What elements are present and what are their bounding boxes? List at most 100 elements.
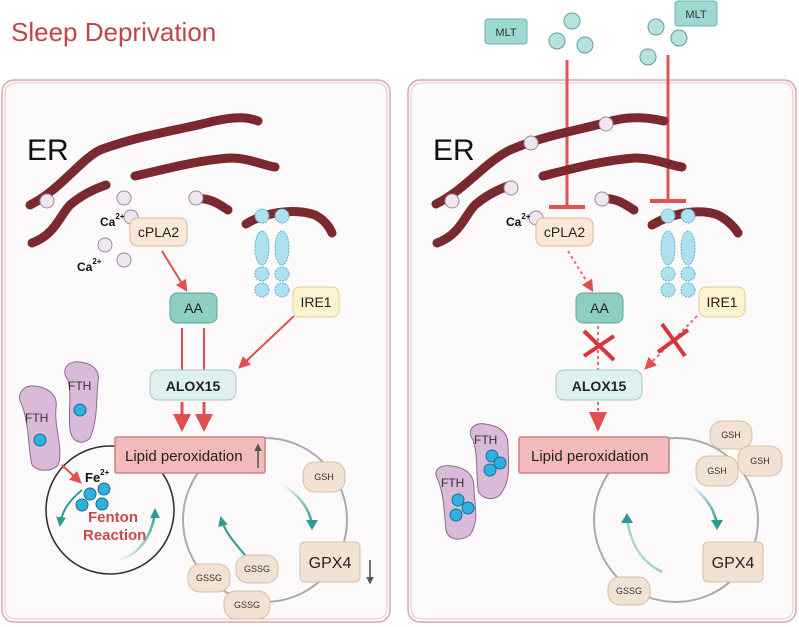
gsh-label-2: GSH <box>750 456 770 466</box>
alox15-box <box>555 369 643 401</box>
block-cross-icon <box>656 322 690 358</box>
gssg-box <box>607 576 651 606</box>
ire1-receptor-icon <box>660 208 696 298</box>
gssg-label: GSSG <box>616 586 642 596</box>
calcium-dot <box>116 190 132 206</box>
left-panel: ER Ca2+ Ca2+ cPLA2 <box>1 79 391 623</box>
fe-label: Fe2+ <box>85 468 110 485</box>
arrow-cpla2-to-aa <box>161 250 188 293</box>
calcium-dot <box>188 190 204 206</box>
calcium-ions <box>39 190 204 268</box>
cpla2-label: cPLA2 <box>138 224 179 240</box>
gsh-box-2 <box>737 445 783 477</box>
arrow-ire1-to-alox15 <box>238 315 295 369</box>
lipid-peroxidation-label: Lipid peroxidation <box>531 448 649 465</box>
er-label: ER <box>433 134 475 167</box>
melatonin-molecules <box>548 12 688 66</box>
teal-arrowhead-gpx4 <box>306 520 318 530</box>
fenton-label-line1: Fenton <box>88 509 138 526</box>
iron-dot <box>33 433 47 447</box>
aa-label: AA <box>184 300 203 316</box>
lipid-peroxidation-box <box>114 436 266 474</box>
alox15-box <box>149 369 237 401</box>
gsh-box-1 <box>709 420 753 450</box>
mlt-label-1: MLT <box>495 27 516 39</box>
alox15-label: ALOX15 <box>166 378 221 394</box>
lipid-peroxidation-box <box>518 436 670 474</box>
ire1-label: IRE1 <box>706 294 737 310</box>
ire1-box <box>698 286 746 318</box>
gpx4-box <box>702 541 764 583</box>
right-panel: MLT MLT ER <box>407 0 797 623</box>
fth-label: FTH <box>25 411 48 425</box>
gpx4-cycle-circle <box>593 437 759 603</box>
gpx4-label: GPX4 <box>309 555 352 572</box>
figure-title: Sleep Deprivation <box>11 17 216 47</box>
fth-label: FTH <box>474 433 497 447</box>
calcium-label-2: Ca2+ <box>77 257 102 274</box>
gsh-label: GSH <box>314 472 334 482</box>
arrow-fth-to-fe <box>61 464 82 484</box>
teal-arrowhead-gpx4 <box>711 520 723 530</box>
mlt-label-2: MLT <box>685 9 706 21</box>
fenton-teal-arrow-2 <box>117 511 157 562</box>
gpx4-box <box>299 541 361 583</box>
calcium-label: Ca2+ <box>506 212 531 229</box>
calcium-dot <box>97 237 113 253</box>
er-membrane-2 <box>538 153 687 181</box>
calcium-dot <box>116 252 132 268</box>
calcium-dot <box>39 193 55 209</box>
er-membrane-1 <box>431 113 669 209</box>
iron-dot <box>73 403 87 417</box>
teal-arrow-gssg <box>218 516 246 556</box>
dashed-arrow-cpla2-to-aa <box>567 250 594 293</box>
fenton-teal-arrow-1 <box>56 489 83 527</box>
mlt-box-1 <box>484 18 528 45</box>
fth-right-1: FTH <box>469 423 510 500</box>
fth-label: FTH <box>441 476 464 490</box>
dashed-arrow-alox15-to-lipid <box>589 402 607 432</box>
teal-arrow-gssg <box>625 517 663 574</box>
block-cross-icon <box>582 329 616 362</box>
gssg-label-2: GSSG <box>196 573 222 583</box>
teal-arrowhead-gssg <box>621 513 633 523</box>
fenton-teal-arrowhead <box>150 508 160 518</box>
gssg-box-2 <box>187 563 231 593</box>
cpla2-box <box>129 217 188 247</box>
arrows-alox15-to-lipid <box>173 402 213 432</box>
gpx4-label: GPX4 <box>712 555 755 572</box>
ire1-receptor-icon <box>254 208 290 298</box>
ire1-box <box>292 286 340 318</box>
mlt-inhibit-ire1 <box>650 55 686 203</box>
gssg-label-1: GSSG <box>244 564 270 574</box>
er-membrane-1 <box>25 113 263 210</box>
aa-box <box>169 292 218 324</box>
fenton-cycle-circle <box>45 445 175 575</box>
gsh-box-3 <box>695 455 739 487</box>
gsh-label-3: GSH <box>707 466 727 476</box>
gssg-box-1 <box>235 554 279 584</box>
alox15-label: ALOX15 <box>572 378 627 394</box>
gsh-label-1: GSH <box>721 430 741 440</box>
gssg-box-3 <box>223 590 271 620</box>
aa-box <box>575 292 624 324</box>
fe-ions <box>75 482 111 512</box>
ire1-label: IRE1 <box>300 294 331 310</box>
fth-left-2: FTH <box>19 385 61 471</box>
fth-left-1: FTH <box>64 361 99 443</box>
cpla2-label: cPLA2 <box>544 224 585 240</box>
er-membrane-3 <box>27 180 111 248</box>
left-panel-inner-border <box>4 82 388 620</box>
aa-label: AA <box>590 300 609 316</box>
gssg-label-3: GSSG <box>234 600 260 610</box>
right-panel-inner-border <box>410 82 794 620</box>
fenton-label-line2: Reaction <box>83 527 146 544</box>
lipid-peroxidation-label: Lipid peroxidation <box>125 448 243 465</box>
er-label: ER <box>27 134 69 167</box>
er-membrane-2 <box>130 153 280 181</box>
fth-right-2: FTH <box>435 465 477 540</box>
cpla2-box <box>535 217 594 247</box>
mlt-box-2 <box>674 0 718 27</box>
gsh-box <box>302 461 346 493</box>
